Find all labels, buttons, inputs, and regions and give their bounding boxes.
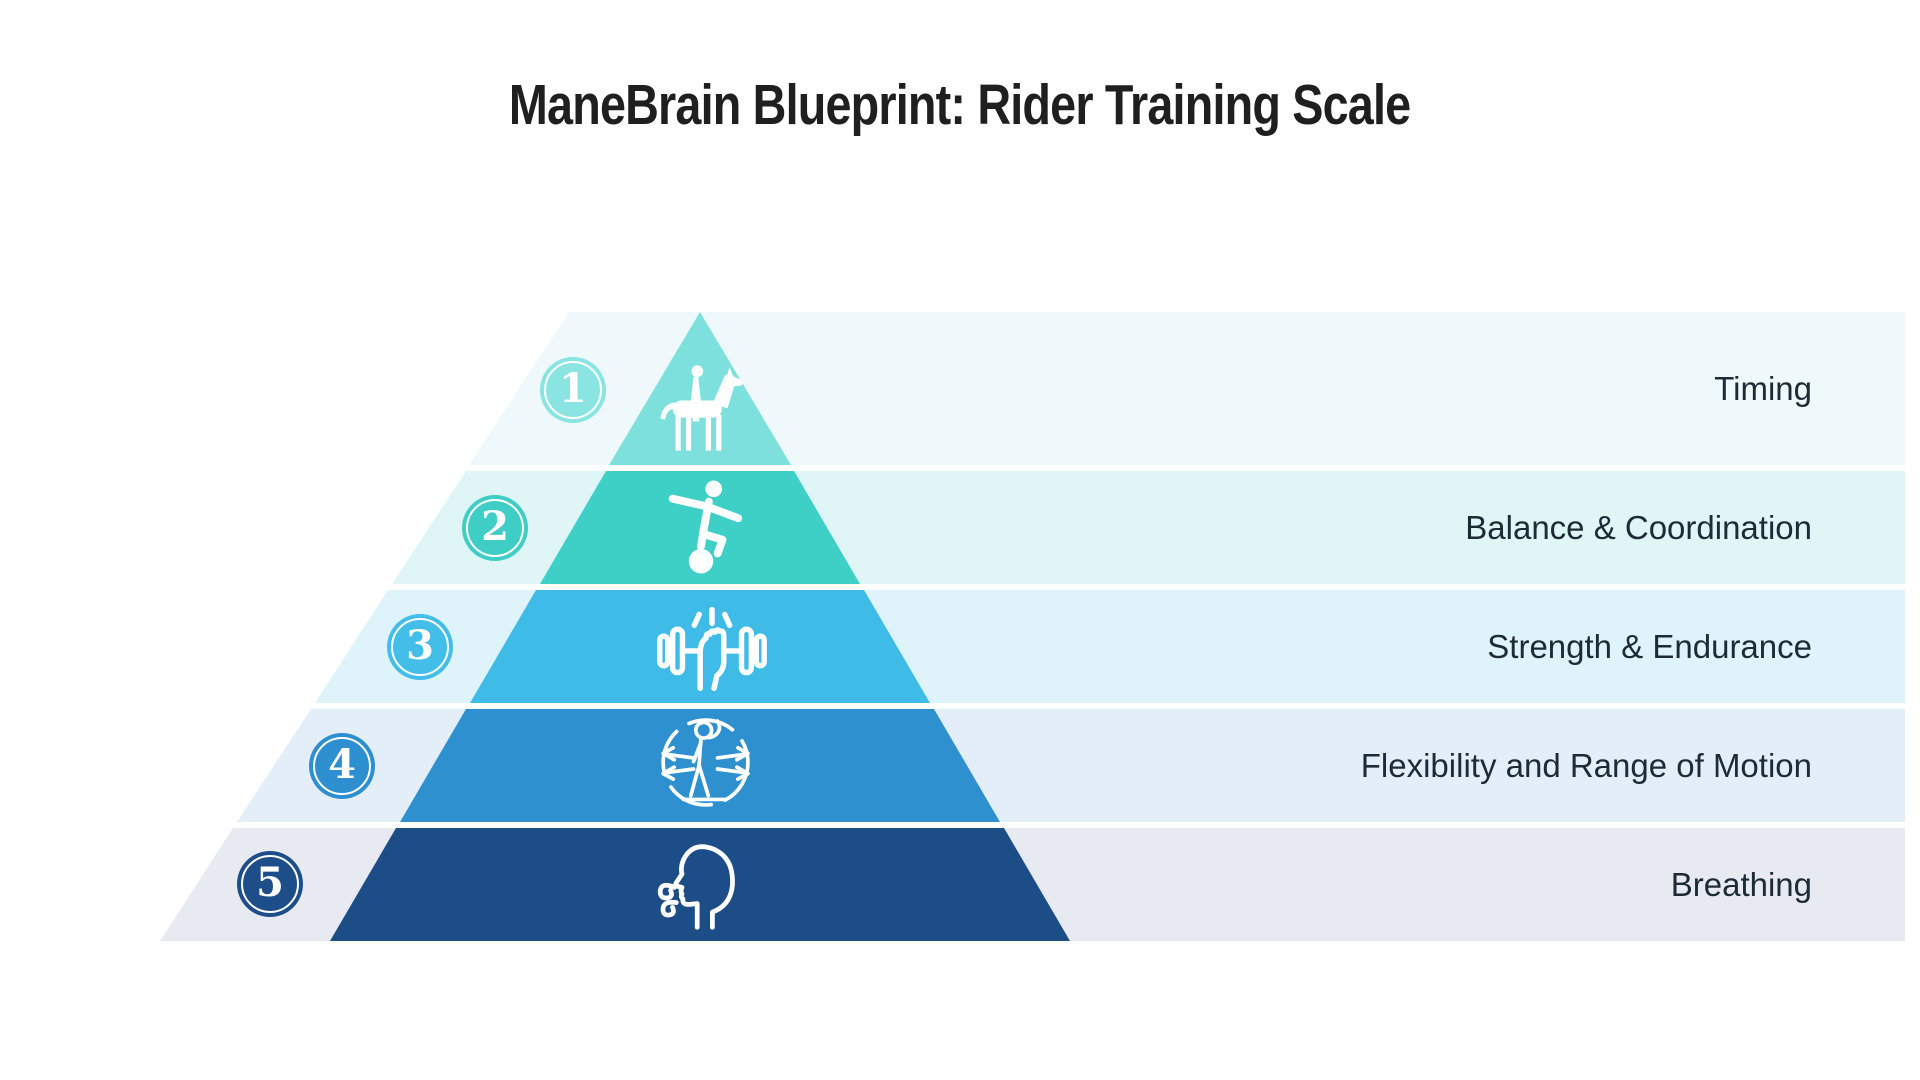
level-2-label: Balance & Coordination (1465, 509, 1812, 546)
level-4-number: 4 (328, 741, 356, 788)
page-title-text: ManeBrain Blueprint: Rider Training Scal… (509, 73, 1411, 137)
level-5-label: Breathing (1670, 866, 1812, 903)
level-2-number: 2 (481, 503, 509, 550)
level-5-number-badge: 5 (237, 851, 303, 917)
dumbbell-grip-icon (648, 598, 776, 695)
horse-rider-icon (650, 362, 754, 458)
breathing-face-icon (652, 838, 750, 933)
level-3-number: 3 (406, 622, 434, 669)
level-4-number-badge: 4 (309, 733, 375, 799)
level-3-label: Strength & Endurance (1487, 628, 1812, 665)
level-1-number: 1 (559, 365, 587, 412)
level-1-label: Timing (1714, 370, 1812, 407)
level-5-number: 5 (256, 859, 284, 906)
stretch-arrows-icon (641, 710, 771, 816)
level-4-label: Flexibility and Range of Motion (1360, 747, 1812, 784)
balance-ball-icon (658, 476, 746, 578)
page-title: ManeBrain Blueprint: Rider Training Scal… (0, 72, 1920, 138)
level-1-number-badge: 1 (540, 357, 606, 423)
level-2-number-badge: 2 (462, 495, 528, 561)
level-3-number-badge: 3 (387, 614, 453, 680)
